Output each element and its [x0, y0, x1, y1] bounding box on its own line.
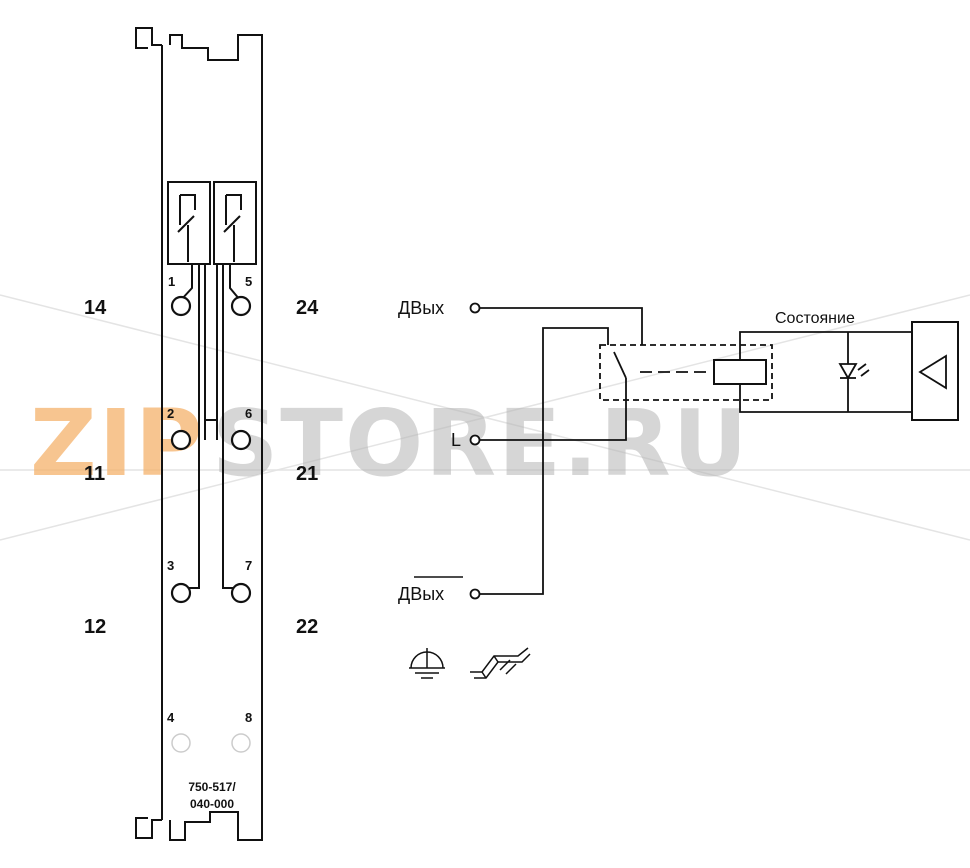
terminal-label-22: 22 — [296, 616, 318, 638]
watermark-suffix: STORE.RU — [212, 390, 749, 497]
relay-contact-left — [167, 181, 211, 265]
relay-coil — [713, 359, 767, 385]
part-number: 750-517/ 040-000 — [188, 780, 236, 811]
din-rail-icon — [470, 647, 531, 679]
terminal-points — [170, 295, 252, 604]
terminal-label-24: 24 — [296, 297, 319, 319]
led-diode — [838, 363, 858, 380]
terminal-2 — [170, 429, 192, 451]
inverted-output-label: ДВых — [398, 584, 444, 604]
pin-label: 4 — [167, 710, 175, 725]
ground-icon — [409, 648, 445, 679]
common-label: L — [451, 430, 461, 450]
pin-numbers: 1 5 2 6 3 7 4 8 — [167, 274, 252, 725]
pin-label: 7 — [245, 558, 252, 573]
relay-contacts — [167, 181, 257, 265]
pin-label: 2 — [167, 406, 174, 421]
terminal-5 — [230, 295, 252, 317]
inverted-output-terminal — [469, 588, 481, 600]
relay-enclosure — [599, 344, 773, 401]
status-label: Состояние — [775, 310, 855, 327]
unused-terminals — [171, 733, 251, 753]
part-number-line2: 040-000 — [190, 797, 234, 811]
terminal-module — [135, 27, 263, 841]
top-left-clip — [135, 27, 162, 49]
pin-label: 5 — [245, 274, 252, 289]
terminal-3 — [170, 582, 192, 604]
terminal-label-12: 12 — [84, 616, 106, 638]
bottom-latch — [169, 811, 263, 841]
terminal-7 — [230, 582, 252, 604]
terminal-labels: 14 11 12 24 21 22 — [84, 297, 319, 638]
terminal-label-11: 11 — [84, 463, 105, 485]
schematic-labels: ДВых L ДВых Состояние — [398, 298, 855, 604]
pin-label: 3 — [167, 558, 174, 573]
relay-contact-right — [213, 181, 257, 265]
terminal-4 — [171, 733, 191, 753]
terminal-6 — [230, 429, 252, 451]
part-number-line1: 750-517/ — [188, 780, 236, 794]
status-block — [911, 321, 959, 421]
terminal-label-14: 14 — [84, 297, 107, 319]
bottom-left-clip — [135, 817, 162, 839]
terminal-1 — [170, 295, 192, 317]
common-terminal — [469, 434, 481, 446]
output-label: ДВых — [398, 298, 444, 318]
pin-label: 8 — [245, 710, 252, 725]
schematic — [469, 302, 959, 600]
status-triangle — [918, 354, 947, 390]
pin-label: 6 — [245, 406, 252, 421]
output-terminal — [469, 302, 481, 314]
terminal-label-21: 21 — [296, 463, 318, 485]
watermark: ZIP STORE.RU — [30, 390, 749, 497]
terminal-8 — [231, 733, 251, 753]
top-latch — [169, 34, 263, 61]
pin-label: 1 — [168, 274, 175, 289]
